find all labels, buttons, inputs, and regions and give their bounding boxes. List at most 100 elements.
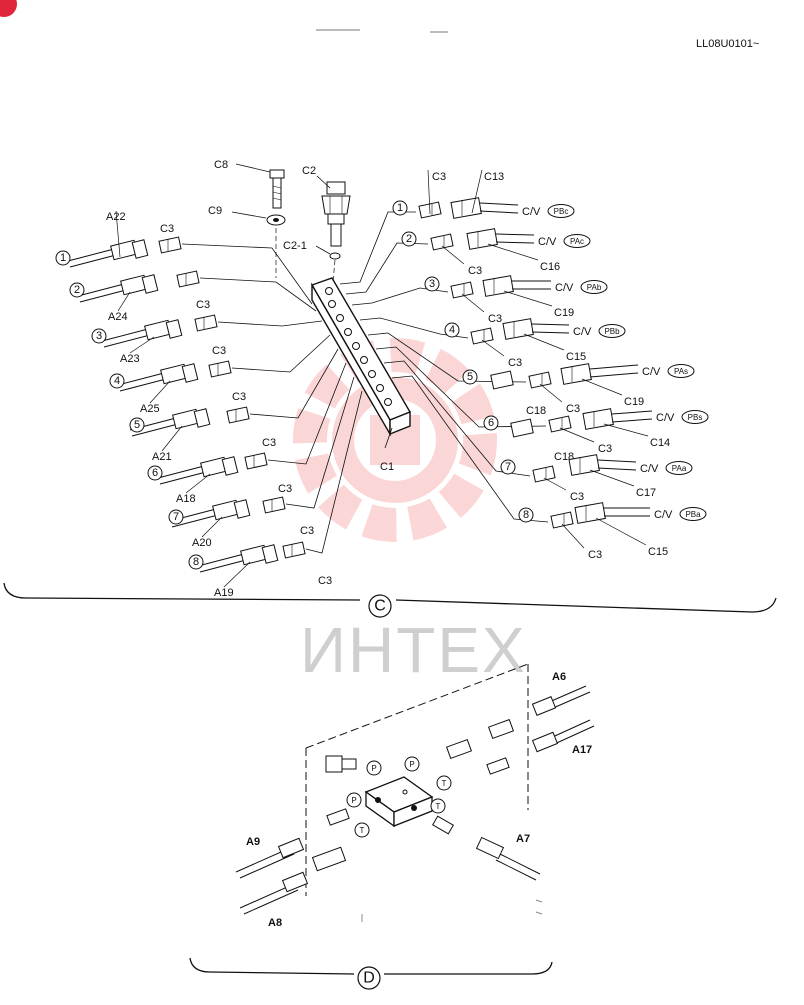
port-number-marker <box>147 465 163 481</box>
hose-fitting-icon <box>482 275 514 297</box>
port-number-marker <box>424 276 440 292</box>
adapter-label: C3 <box>598 443 612 455</box>
port-tag: P <box>409 760 414 769</box>
port-number-marker <box>392 200 408 216</box>
hose-label: C16 <box>540 261 560 273</box>
section-d-frame <box>305 663 529 896</box>
control-valve-label: C/V <box>555 282 574 294</box>
port-tag-marker <box>665 461 693 475</box>
port-number: 6 <box>488 417 494 429</box>
port-number-marker <box>91 328 107 344</box>
adapter-icon <box>550 511 574 529</box>
port-tag: PAs <box>674 367 688 376</box>
port-tag: T <box>442 779 447 788</box>
watermark-text: ИНТЕХ <box>300 614 527 686</box>
hose-label: A21 <box>152 451 172 463</box>
hose-label-a7: A7 <box>516 833 530 845</box>
hose-label: A24 <box>108 311 128 323</box>
port-number-marker <box>518 507 534 523</box>
hose-fitting-icon <box>574 502 606 524</box>
adapter-label: C3 <box>468 265 482 277</box>
adapter-icon <box>176 270 200 288</box>
port-number-marker <box>69 282 85 298</box>
port-number-marker <box>188 554 204 570</box>
hose-label: C17 <box>636 487 656 499</box>
port-tag-marker <box>667 364 695 378</box>
port-tag-marker <box>679 507 707 521</box>
port-tag-marker <box>404 756 420 772</box>
port-number-marker <box>462 369 478 385</box>
adapter-label: C3 <box>488 313 502 325</box>
port-number: 2 <box>406 233 412 245</box>
port-tag: PBb <box>604 327 620 336</box>
adapter-label: C3 <box>508 357 522 369</box>
port-number: 1 <box>60 252 66 264</box>
port-tag-marker <box>563 234 591 248</box>
plug-label: C18 <box>526 405 546 417</box>
hose-a9-icon <box>235 837 305 879</box>
hose-label: A18 <box>176 493 196 505</box>
port-tag-marker <box>681 410 709 424</box>
port-number-marker <box>55 250 71 266</box>
port-tag: PBc <box>554 207 569 216</box>
hose-label: A25 <box>140 403 160 415</box>
adapter-icon <box>208 360 232 378</box>
control-valve-label: C/V <box>522 206 541 218</box>
hose-fitting-icon <box>568 454 600 476</box>
adapter-icon <box>282 541 306 559</box>
hose-label: C15 <box>648 546 668 558</box>
hose-a6-icon <box>531 685 591 716</box>
control-valve-label: C/V <box>640 463 659 475</box>
adapter-icon <box>262 496 286 514</box>
port-number-marker <box>401 231 417 247</box>
adapter-label: C3 <box>570 491 584 503</box>
port-tag: PAc <box>570 237 584 246</box>
adapter-label: C3 <box>262 437 276 449</box>
block-label: C1 <box>380 461 394 473</box>
adapter-icon <box>430 233 454 251</box>
port-number: 2 <box>74 284 80 296</box>
port-number: 6 <box>152 467 158 479</box>
port-tag-marker <box>598 324 626 338</box>
adapter-label: C3 <box>232 391 246 403</box>
port-number: 5 <box>467 371 473 383</box>
adapter-label: C3 <box>196 299 210 311</box>
port-number: 8 <box>523 509 529 521</box>
port-tag-marker <box>547 204 575 218</box>
hose-label-a6: A6 <box>552 671 566 683</box>
adapter-icon <box>470 327 494 345</box>
hose-label: C19 <box>624 396 644 408</box>
port-tag: T <box>360 826 365 835</box>
adapter-icon <box>244 452 268 470</box>
adapter-icon <box>532 465 556 483</box>
port-number-marker <box>168 509 184 525</box>
port-number: 7 <box>173 511 179 523</box>
port-tag: PBs <box>688 413 703 422</box>
control-valve-label: C/V <box>573 326 592 338</box>
port-number-marker <box>483 415 499 431</box>
hose-fitting-icon <box>582 408 614 430</box>
port-number: 7 <box>505 461 511 473</box>
section-c-label: C <box>374 598 386 615</box>
adapter-icon <box>548 415 572 433</box>
port-tag-marker <box>580 280 608 294</box>
plug-icon <box>510 418 534 438</box>
hose-label-a9: A9 <box>246 836 260 848</box>
hose-fitting-icon <box>466 228 498 250</box>
port-tag: PAb <box>587 283 602 292</box>
pressure-sensor-icon <box>321 181 351 247</box>
port-tag-marker <box>436 775 452 791</box>
